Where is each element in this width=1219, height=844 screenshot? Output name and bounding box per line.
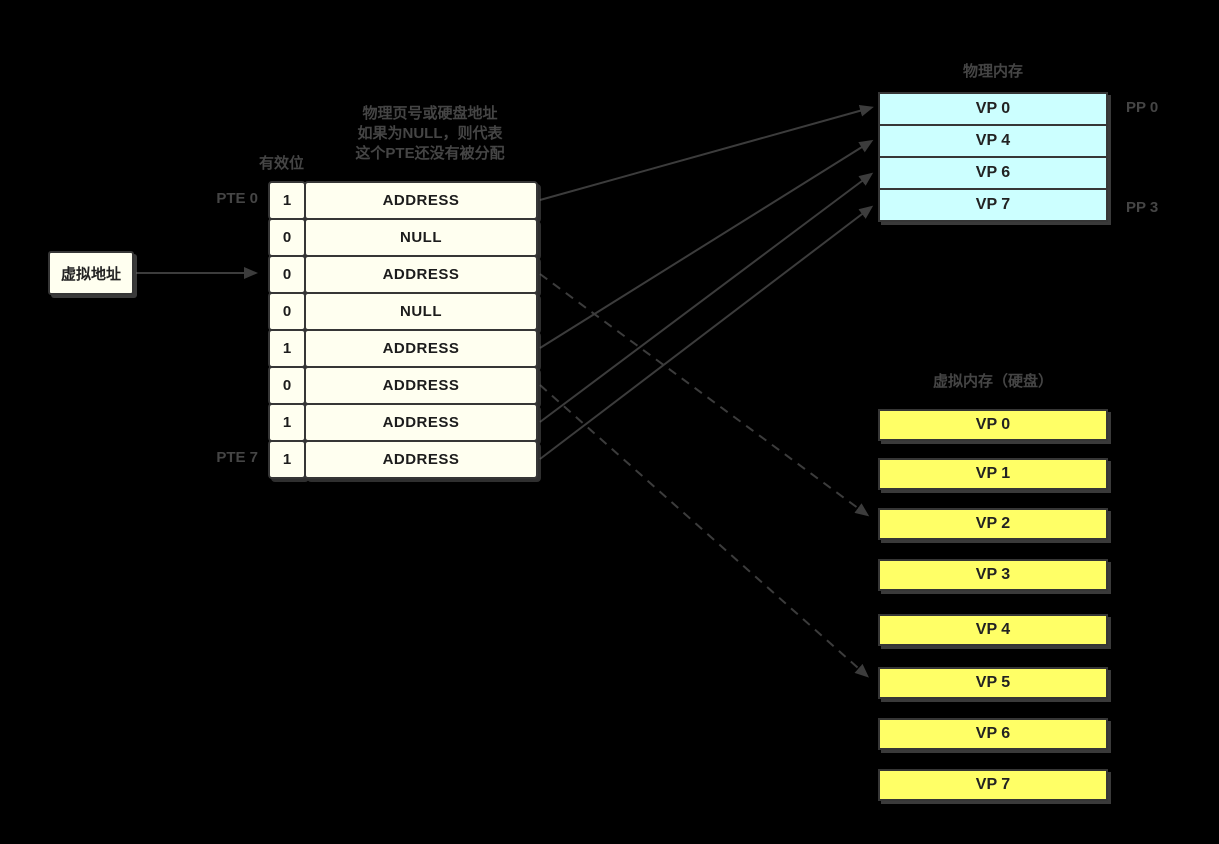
address-cell: ADDRESS (304, 440, 538, 479)
address-cell: NULL (304, 292, 538, 331)
disk-page-box: VP 2 (878, 508, 1108, 540)
annotation-line-2: 如果为NULL，则代表 (357, 125, 503, 142)
disk-title: 虚拟内存（硬盘） (932, 373, 1053, 390)
disk-page-box: VP 4 (878, 614, 1108, 646)
page-table-row: 0 NULL (268, 292, 538, 331)
pp0-label: PP 0 (1126, 99, 1159, 116)
address-cell: ADDRESS (304, 329, 538, 368)
valid-bit-cell: 1 (268, 329, 306, 368)
address-cell: ADDRESS (304, 366, 538, 405)
page-table-row: 0 ADDRESS (268, 366, 538, 405)
arrow-pte0-to-vp0 (539, 104, 874, 201)
valid-bit-cell: 0 (268, 218, 306, 257)
dashed-arrow-pte2-to-disk-vp2 (539, 273, 870, 517)
address-cell: NULL (304, 218, 538, 257)
disk-page-box: VP 5 (878, 667, 1108, 699)
pte7-label: PTE 7 (216, 449, 258, 466)
address-cell: ADDRESS (304, 181, 538, 220)
page-table: 1 ADDRESS 0 NULL 0 ADDRESS 0 NULL 1 ADDR… (268, 181, 538, 479)
valid-bit-cell: 1 (268, 403, 306, 442)
page-table-row: 0 NULL (268, 218, 538, 257)
physical-page-row: VP 7 (975, 196, 1011, 213)
annotation-line-3: 这个PTE还没有被分配 (355, 145, 505, 162)
page-table-row: 1 ADDRESS (268, 440, 538, 479)
valid-bit-cell: 0 (268, 255, 306, 294)
address-cell: ADDRESS (304, 255, 538, 294)
disk-page-box: VP 1 (878, 458, 1108, 490)
disk-page-box: VP 0 (878, 409, 1108, 441)
pp3-label: PP 3 (1126, 199, 1159, 216)
physical-page-row: VP 6 (880, 158, 1106, 190)
valid-bit-cell: 0 (268, 292, 306, 331)
disk-page-box: VP 6 (878, 718, 1108, 750)
valid-bit-cell: 0 (268, 366, 306, 405)
arrow-pte7-to-vp7 (539, 205, 874, 460)
arrow-pte6-to-vp6 (539, 172, 874, 423)
page-table-row: 1 ADDRESS (268, 329, 538, 368)
page-table-row: 1 ADDRESS (268, 181, 538, 220)
page-table-row: 0 ADDRESS (268, 255, 538, 294)
dashed-arrow-pte5-to-disk-vp5 (539, 384, 869, 678)
valid-bit-cell: 1 (268, 181, 306, 220)
valid-bit-label: 有效位 (259, 155, 305, 172)
page-table-row: 1 ADDRESS (268, 403, 538, 442)
pte0-label: PTE 0 (216, 190, 258, 207)
physical-page-row: VP 0 (880, 94, 1106, 126)
physical-memory-title: 物理内存 (962, 63, 1023, 80)
address-cell: ADDRESS (304, 403, 538, 442)
annotation-line-1: 物理页号或硬盘地址 (362, 105, 498, 122)
annotation-text: 物理页号或硬盘地址 如果为NULL，则代表 这个PTE还没有被分配 (335, 104, 525, 164)
virtual-address-label: 虚拟地址 (60, 265, 121, 283)
physical-memory-stack: VP 0 VP 4 VP 6 VP 7 (878, 92, 1108, 222)
virtual-address-box: 虚拟地址 (48, 251, 134, 295)
disk-page-box: VP 3 (878, 559, 1108, 591)
disk-page-box: VP 7 (878, 769, 1108, 801)
valid-bit-cell: 1 (268, 440, 306, 479)
physical-page-row: VP 4 (880, 126, 1106, 158)
